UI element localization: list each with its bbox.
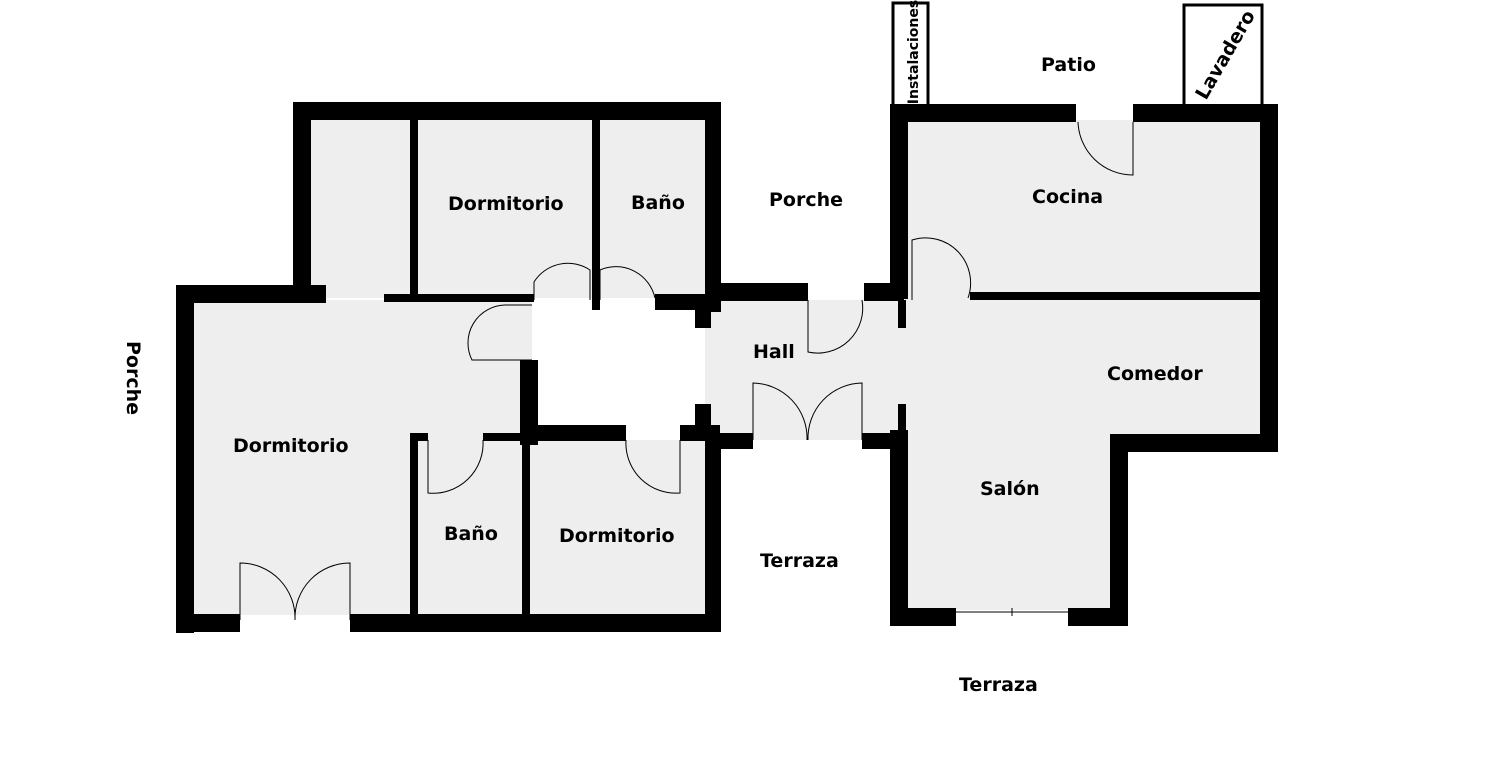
label-salon: Salón xyxy=(980,478,1040,500)
label-dormitorio-left: Dormitorio xyxy=(233,435,349,457)
label-cocina: Cocina xyxy=(1032,186,1104,208)
label-bano-bottom: Baño xyxy=(444,523,498,545)
label-bano-top: Baño xyxy=(631,192,685,214)
door-swings xyxy=(239,121,1134,621)
walls xyxy=(176,102,1278,633)
label-instalaciones: Instalaciones xyxy=(906,0,923,105)
label-hall: Hall xyxy=(753,341,795,363)
floor-areas xyxy=(192,118,1260,615)
label-patio: Patio xyxy=(1041,54,1096,76)
label-terraza-bottom: Terraza xyxy=(959,674,1038,696)
label-comedor: Comedor xyxy=(1107,363,1203,385)
label-terraza-mid: Terraza xyxy=(760,550,839,572)
label-porche-left: Porche xyxy=(122,340,145,416)
label-porche-top: Porche xyxy=(769,189,844,211)
outbuildings xyxy=(891,1,1264,104)
label-dormitorio-top: Dormitorio xyxy=(448,193,564,215)
label-dormitorio-bottom: Dormitorio xyxy=(559,525,675,547)
